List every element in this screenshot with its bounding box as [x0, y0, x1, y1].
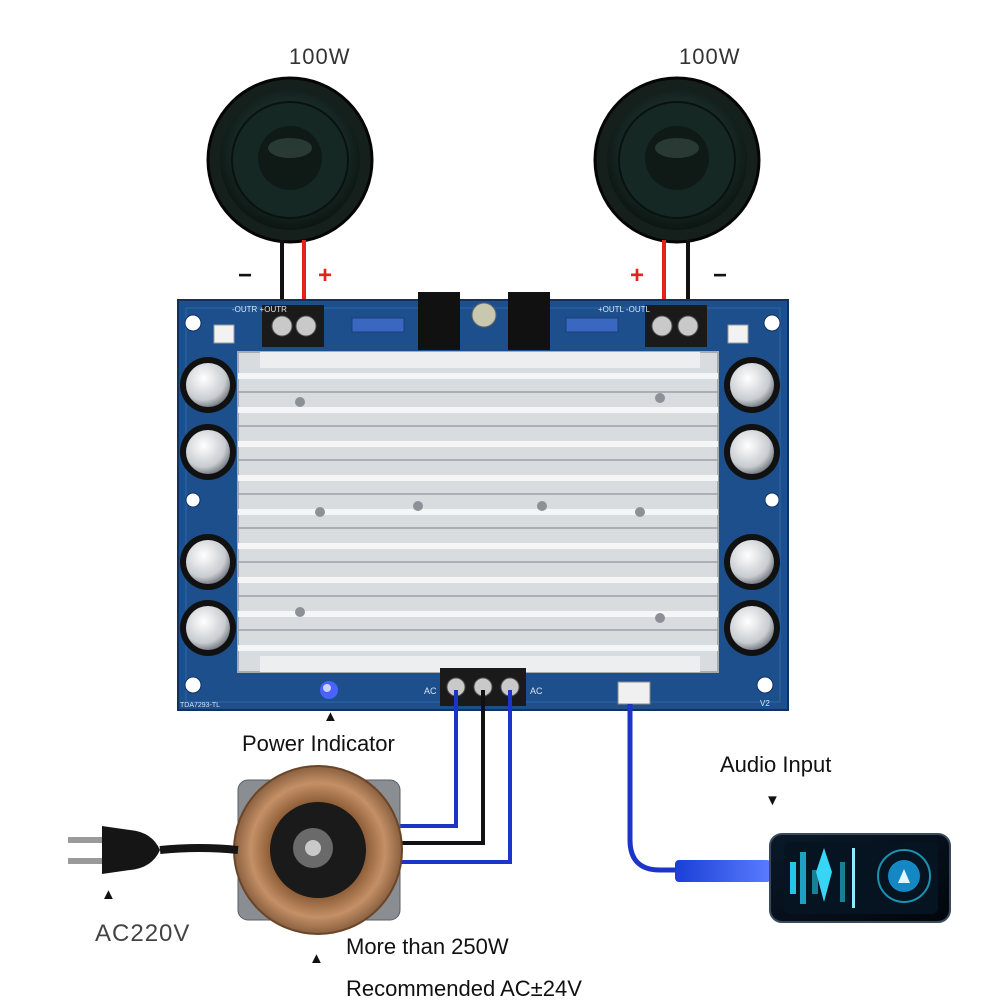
transformer-wires [400, 690, 512, 864]
board-ac-left-label: AC [424, 686, 437, 696]
ac-plug [68, 826, 239, 874]
speaker-right-minus: − [713, 262, 728, 289]
ac-mains-marker: ▲ [101, 886, 116, 903]
speaker-right-power: 100W [679, 44, 741, 69]
power-indicator-marker: ▲ [323, 708, 338, 725]
board-out-right-label: +OUTL -OUTL [598, 305, 650, 314]
audio-input-connector [617, 681, 651, 705]
speaker-left-power: 100W [289, 44, 351, 69]
relay-left [418, 292, 460, 350]
relay-right [508, 292, 550, 350]
board-out-left-label: -OUTR +OUTR [232, 305, 287, 314]
audio-jack [675, 860, 771, 882]
power-indicator-label: Power Indicator [242, 731, 395, 756]
speaker-left [206, 76, 374, 244]
ac-mains-label: AC220V [95, 920, 191, 947]
board-ac-right-label: AC [530, 686, 543, 696]
speaker-left-plus: + [318, 262, 333, 289]
phone-audio-source [769, 833, 951, 923]
transformer-power-label: More than 250W [346, 934, 509, 959]
toroidal-transformer [233, 765, 403, 935]
speaker-right-plus: + [630, 262, 645, 289]
recommended-voltage-label: Recommended AC±24V [346, 976, 582, 1001]
board-model-label: TDA7293-TL [180, 702, 220, 709]
speaker-left-minus: − [238, 262, 253, 289]
amplifier-board [177, 292, 789, 711]
audio-input-label: Audio Input [720, 752, 832, 777]
heatsink-fins [238, 373, 718, 651]
audio-input-marker: ▼ [765, 792, 780, 809]
transformer-marker: ▲ [309, 950, 324, 967]
board-version-label: V2 [760, 699, 770, 708]
capacitors [180, 357, 780, 656]
speaker-right [593, 76, 761, 244]
audio-cable [627, 704, 680, 873]
